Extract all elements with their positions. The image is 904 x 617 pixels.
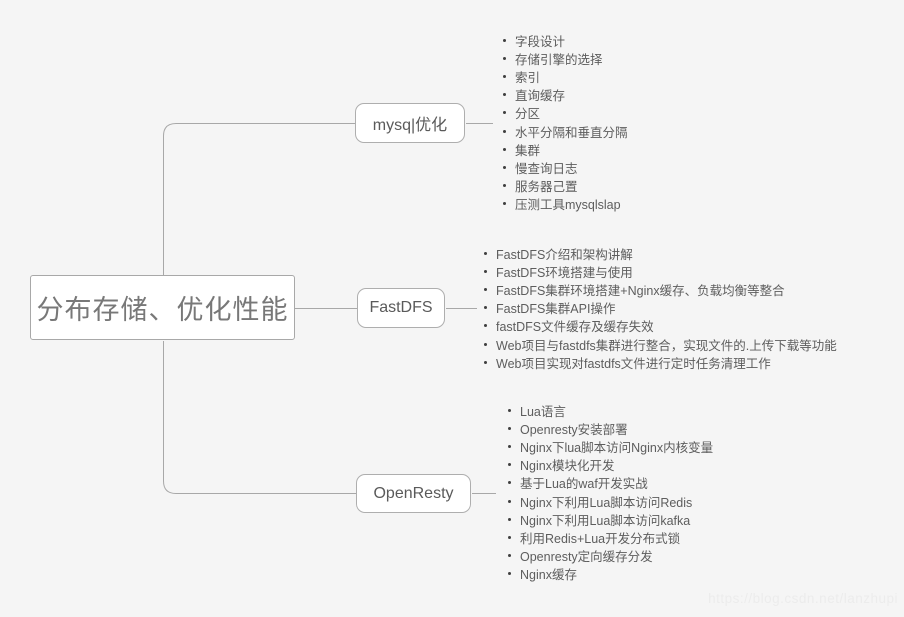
bullet-icon <box>484 342 487 346</box>
list-item: Nginx下利用Lua脚本访问Redis <box>508 492 713 510</box>
list-item-text: Nginx下利用Lua脚本访问Redis <box>520 495 693 510</box>
bullet-icon <box>508 517 511 521</box>
bullet-icon <box>503 165 506 169</box>
list-item-text: Nginx模块化开发 <box>520 459 615 474</box>
list-item: 基于Lua的waf开发实战 <box>508 474 713 492</box>
list-item-text: Lua语言 <box>520 404 566 419</box>
list-item-text: 慢查询日志 <box>515 161 578 176</box>
bullet-icon <box>508 444 511 448</box>
bullet-icon <box>503 74 506 78</box>
bullet-icon <box>503 147 506 151</box>
bullet-icon <box>484 287 487 291</box>
bullet-icon <box>503 111 506 115</box>
list-item: Openresty定向缓存分发 <box>508 547 713 565</box>
list-item: 服务器己置 <box>503 177 628 195</box>
list-item-text: FastDFS介绍和架构讲解 <box>496 247 633 262</box>
list-item-text: Web项目与fastdfs集群进行整合，实现文件的.上传下载等功能 <box>496 338 837 353</box>
list-item: 集群 <box>503 140 628 158</box>
list-item: FastDFS集群API操作 <box>484 299 837 317</box>
list-item: fastDFS文件缓存及缓存失效 <box>484 317 837 335</box>
list-item: 水平分隔和垂直分隔 <box>503 122 628 140</box>
blog-watermark: https://blog.csdn.net/lanzhupi <box>708 591 898 606</box>
list-item-text: Nginx缓存 <box>520 568 577 583</box>
list-item-text: Openresty定向缓存分发 <box>520 550 653 565</box>
list-item: FastDFS集群环境搭建+Nginx缓存、负载均衡等整合 <box>484 280 837 298</box>
bullet-icon <box>484 360 487 364</box>
list-item: 字段设计 <box>503 31 628 49</box>
list-item-text: fastDFS文件缓存及缓存失效 <box>496 320 654 335</box>
root-node-label: 分布存储、优化性能 <box>36 295 289 325</box>
bullet-icon <box>503 38 506 42</box>
bullet-icon <box>508 572 511 576</box>
bullet-icon <box>484 269 487 273</box>
list-item-text: Nginx下利用Lua脚本访问kafka <box>520 513 691 528</box>
branch-node-fastdfs[interactable]: FastDFS <box>357 288 445 328</box>
list-item-text: FastDFS集群环境搭建+Nginx缓存、负载均衡等整合 <box>496 283 785 298</box>
openresty-topic-list: Lua语言 Openresty安装部署 Nginx下lua脚本访问Nginx内核… <box>508 401 713 583</box>
list-item-text: 索引 <box>515 70 541 85</box>
list-item-text: 水平分隔和垂直分隔 <box>515 125 628 140</box>
list-item-text: Web项目实现对fastdfs文件进行定时任务清理工作 <box>496 356 771 371</box>
branch-node-openresty[interactable]: OpenResty <box>356 474 471 513</box>
bullet-icon <box>503 93 506 97</box>
list-item: FastDFS介绍和架构讲解 <box>484 244 837 262</box>
list-item: Nginx下利用Lua脚本访问kafka <box>508 510 713 528</box>
list-item-text: 利用Redis+Lua开发分布式锁 <box>520 531 681 546</box>
bullet-icon <box>508 499 511 503</box>
list-item: Lua语言 <box>508 401 713 419</box>
fastdfs-topic-list: FastDFS介绍和架构讲解 FastDFS环境搭建与使用 FastDFS集群环… <box>484 244 837 371</box>
list-item-text: Nginx下lua脚本访问Nginx内核变量 <box>520 440 714 455</box>
list-item: Nginx下lua脚本访问Nginx内核变量 <box>508 437 713 455</box>
list-item: 利用Redis+Lua开发分布式锁 <box>508 528 713 546</box>
list-item-text: FastDFS集群API操作 <box>496 302 616 317</box>
root-node[interactable]: 分布存储、优化性能 <box>30 275 295 340</box>
list-item-text: 存储引擎的选择 <box>515 52 603 67</box>
list-item: Nginx缓存 <box>508 565 713 583</box>
list-item: Web项目与fastdfs集群进行整合，实现文件的.上传下载等功能 <box>484 335 837 353</box>
connector-root-to-mysql <box>163 123 355 275</box>
bullet-icon <box>484 251 487 255</box>
list-item: 索引 <box>503 67 628 85</box>
branch-node-mysql-label: mysq|优化 <box>372 117 448 134</box>
bullet-icon <box>508 481 511 485</box>
list-item-text: Openresty安装部署 <box>520 422 628 437</box>
branch-node-openresty-label: OpenResty <box>373 484 454 502</box>
list-item-text: 字段设计 <box>515 34 566 49</box>
list-item: Openresty安装部署 <box>508 419 713 437</box>
bullet-icon <box>508 408 511 412</box>
bullet-icon <box>484 324 487 328</box>
list-item: FastDFS环境搭建与使用 <box>484 262 837 280</box>
list-item: Web项目实现对fastdfs文件进行定时任务清理工作 <box>484 353 837 371</box>
list-item-text: 分区 <box>515 107 541 122</box>
list-item-text: 直询缓存 <box>515 89 566 104</box>
bullet-icon <box>508 463 511 467</box>
bullet-icon <box>484 306 487 310</box>
bullet-icon <box>503 129 506 133</box>
list-item-text: 服务器己置 <box>515 180 578 195</box>
connector-root-to-openresty <box>163 341 356 494</box>
list-item-text: 压测工具mysqlslap <box>515 198 621 213</box>
branch-node-mysql[interactable]: mysq|优化 <box>355 103 465 143</box>
mysql-topic-list: 字段设计 存储引擎的选择 索引 直询缓存 分区 水平分隔和垂直分隔 集群 慢查询… <box>503 31 628 213</box>
branch-node-fastdfs-label: FastDFS <box>369 299 433 316</box>
list-item: Nginx模块化开发 <box>508 456 713 474</box>
bullet-icon <box>503 184 506 188</box>
list-item: 直询缓存 <box>503 86 628 104</box>
list-item: 分区 <box>503 104 628 122</box>
list-item: 慢查询日志 <box>503 158 628 176</box>
bullet-icon <box>503 202 506 206</box>
bullet-icon <box>508 554 511 558</box>
bullet-icon <box>508 535 511 539</box>
bullet-icon <box>503 56 506 60</box>
list-item: 存储引擎的选择 <box>503 49 628 67</box>
list-item: 压测工具mysqlslap <box>503 195 628 213</box>
list-item-text: 基于Lua的waf开发实战 <box>520 477 648 492</box>
bullet-icon <box>508 426 511 430</box>
list-item-text: FastDFS环境搭建与使用 <box>496 265 633 280</box>
list-item-text: 集群 <box>515 143 541 158</box>
